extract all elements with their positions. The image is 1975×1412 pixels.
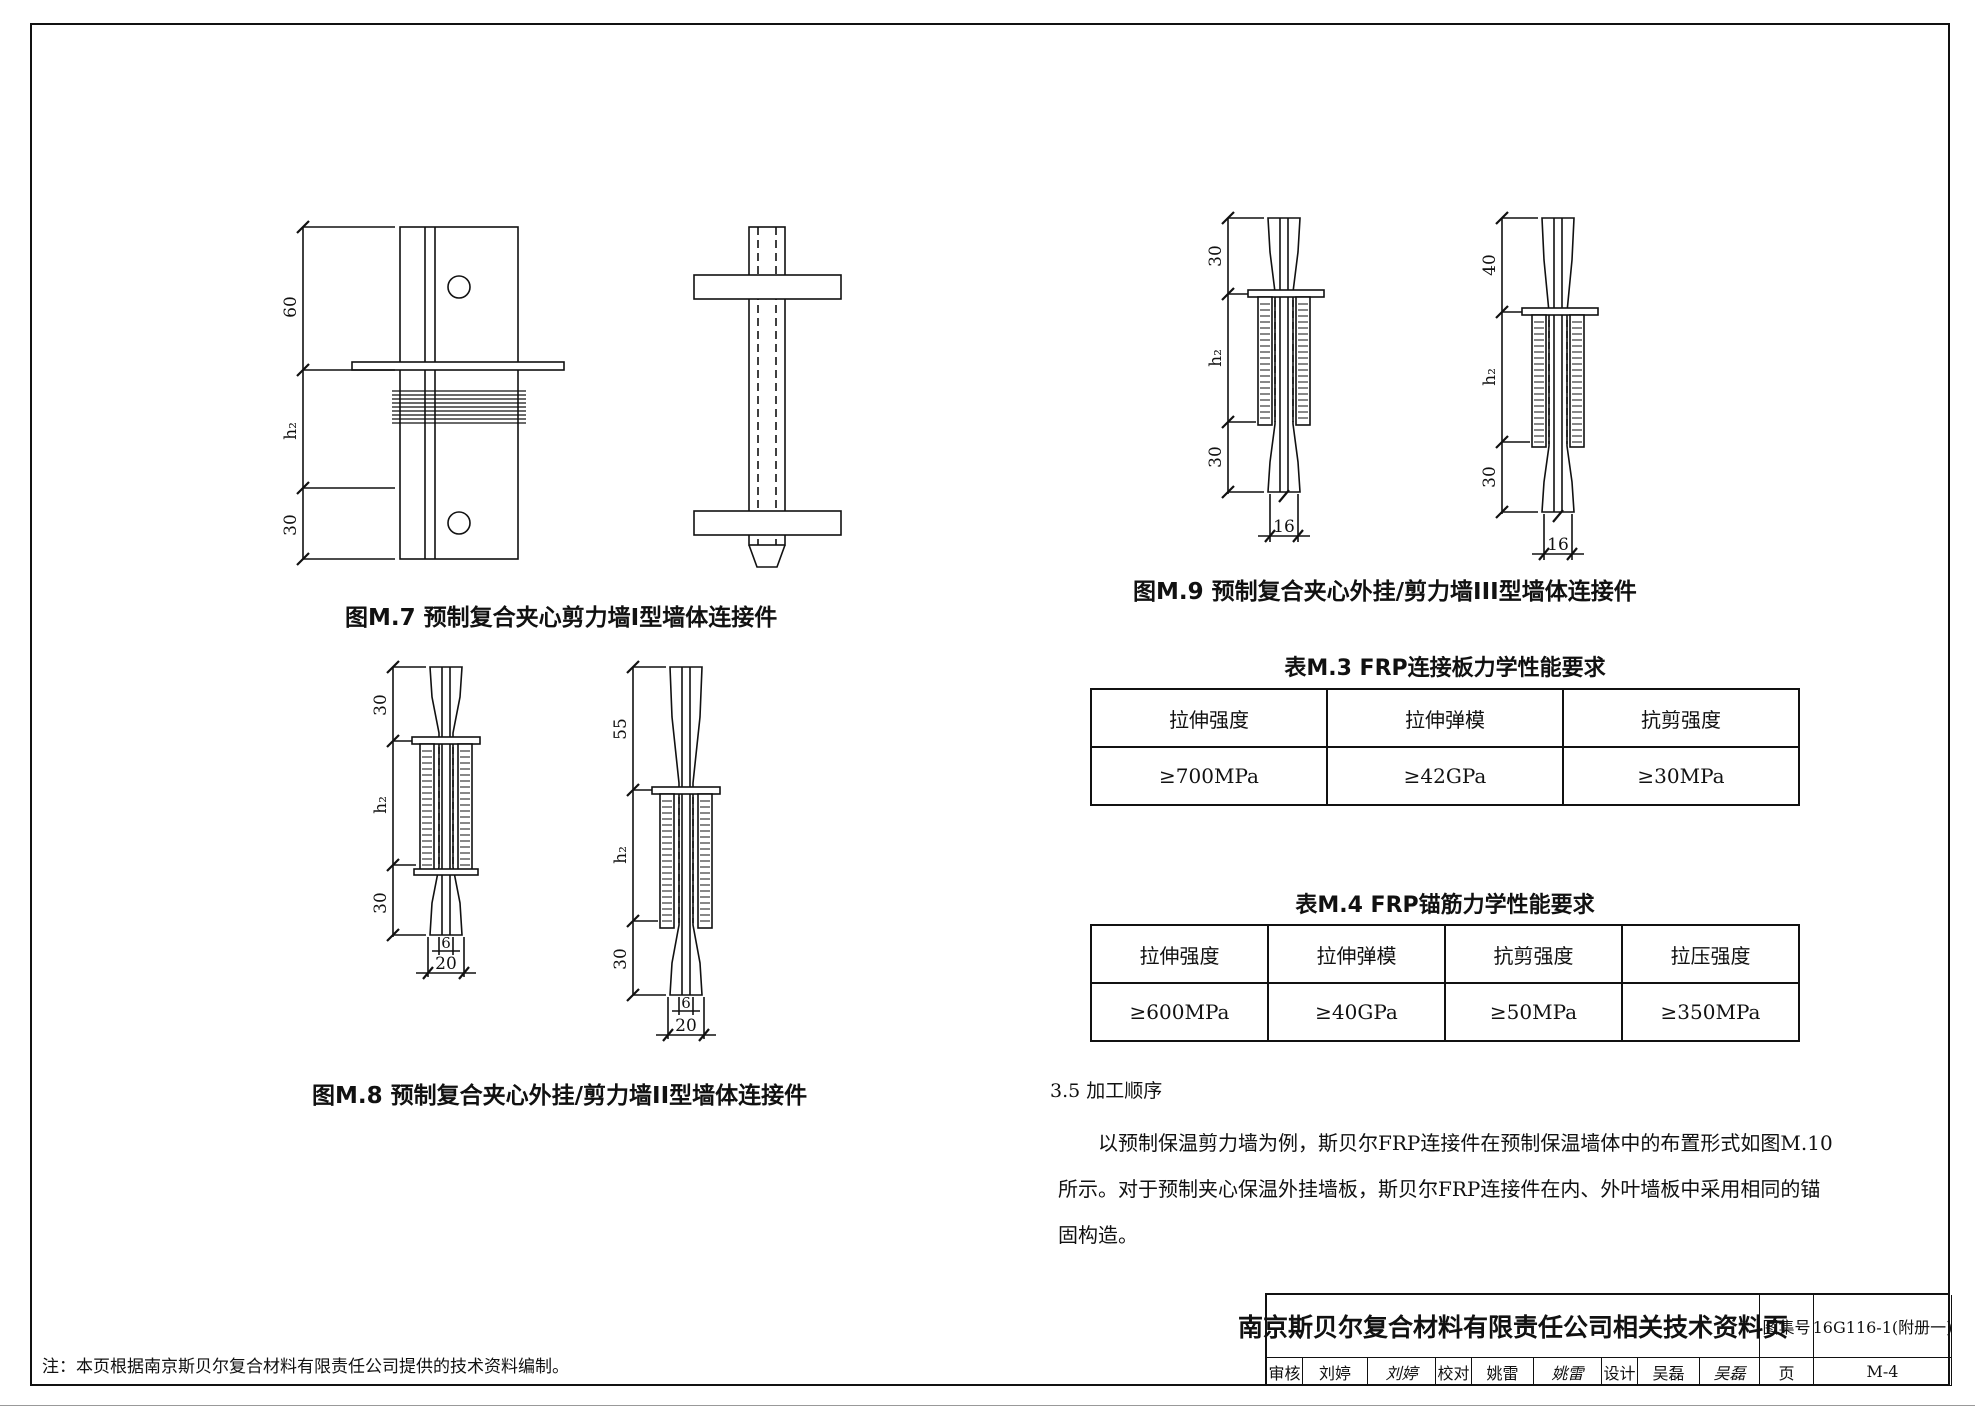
m7-dim-bottom: 30 bbox=[281, 514, 301, 536]
figure-m7-caption: 图M.7 预制复合夹心剪力墙I型墙体连接件 bbox=[345, 605, 778, 631]
page-number: M-4 bbox=[1814, 1358, 1952, 1386]
m9-right-dim-w: 16 bbox=[1547, 535, 1569, 555]
m8-left-dim-mid: h₂ bbox=[371, 796, 391, 814]
m9-left-dim-w: 16 bbox=[1273, 517, 1295, 537]
m9-right-dim-mid: h₂ bbox=[1480, 368, 1500, 386]
review-label: 审核 bbox=[1267, 1358, 1303, 1386]
review-name: 刘婷 bbox=[1303, 1358, 1368, 1386]
m8-right-dim-w-small: 6 bbox=[681, 994, 691, 1012]
title-block: 南京斯贝尔复合材料有限责任公司相关技术资料页 图集号 16G116-1(附册一)… bbox=[1238, 1293, 1952, 1386]
table-m3-cell: ≥30MPa bbox=[1562, 746, 1800, 806]
m9-left-dim-bottom: 30 bbox=[1206, 446, 1226, 468]
table-m4-cell: ≥350MPa bbox=[1621, 982, 1800, 1042]
table-row: 拉伸强度 拉伸弹模 抗剪强度 拉压强度 bbox=[1090, 924, 1800, 984]
check-label: 校对 bbox=[1436, 1358, 1472, 1386]
table-m3-header: 抗剪强度 bbox=[1562, 688, 1800, 748]
table-row: ≥600MPa ≥40GPa ≥50MPa ≥350MPa bbox=[1090, 982, 1800, 1042]
table-m3-header: 拉伸强度 bbox=[1090, 688, 1328, 748]
table-m3: 拉伸强度 拉伸弹模 抗剪强度 ≥700MPa ≥42GPa ≥30MPa bbox=[1090, 688, 1800, 806]
drawing-sheet-border bbox=[30, 23, 1950, 1386]
m8-right-dim-top: 55 bbox=[611, 718, 631, 740]
figure-m9-caption: 图M.9 预制复合夹心外挂/剪力墙III型墙体连接件 bbox=[1133, 579, 1637, 605]
review-signature: 刘婷 bbox=[1368, 1358, 1436, 1386]
figure-m7-drawing: 60 h₂ 30 bbox=[281, 220, 842, 568]
page-label: 页 bbox=[1760, 1358, 1814, 1386]
table-row: ≥700MPa ≥42GPa ≥30MPa bbox=[1090, 746, 1800, 806]
table-m4: 拉伸强度 拉伸弹模 抗剪强度 拉压强度 ≥600MPa ≥40GPa ≥50MP… bbox=[1090, 924, 1800, 1042]
table-m3-cell: ≥700MPa bbox=[1090, 746, 1328, 806]
atlas-number: 16G116-1(附册一) bbox=[1813, 1295, 1952, 1358]
m9-left-dim-mid: h₂ bbox=[1206, 349, 1226, 367]
figure-m8-drawing: 30 h₂ 30 6 20 55 h₂ 30 6 20 bbox=[371, 660, 721, 1042]
m8-left-dim-top: 30 bbox=[371, 694, 391, 716]
footnote: 注：本页根据南京斯贝尔复合材料有限责任公司提供的技术资料编制。 bbox=[42, 1357, 569, 1377]
check-name: 姚雷 bbox=[1472, 1358, 1534, 1386]
m7-dim-mid: h₂ bbox=[281, 422, 301, 440]
m8-left-dim-bottom: 30 bbox=[371, 892, 391, 914]
m8-left-dim-w-small: 6 bbox=[441, 934, 451, 952]
page-edge-line bbox=[0, 1405, 1975, 1406]
design-signature: 吴磊 bbox=[1700, 1358, 1760, 1386]
design-name: 吴磊 bbox=[1638, 1358, 1700, 1386]
figure-m9-drawing: 30 h₂ 30 16 40 h₂ 30 16 bbox=[1206, 211, 1599, 561]
table-m4-header: 拉伸弹模 bbox=[1267, 924, 1446, 984]
table-m3-cell: ≥42GPa bbox=[1326, 746, 1564, 806]
m9-left-dim-top: 30 bbox=[1206, 245, 1226, 267]
table-m4-header: 拉压强度 bbox=[1621, 924, 1800, 984]
m8-right-dim-bottom: 30 bbox=[611, 948, 631, 970]
check-signature: 姚雷 bbox=[1534, 1358, 1602, 1386]
m8-left-dim-w-big: 20 bbox=[435, 954, 457, 974]
table-row: 拉伸强度 拉伸弹模 抗剪强度 bbox=[1090, 688, 1800, 748]
atlas-label: 图集号 bbox=[1760, 1295, 1814, 1358]
title-block-title: 南京斯贝尔复合材料有限责任公司相关技术资料页 bbox=[1238, 1295, 1788, 1358]
table-m4-cell: ≥50MPa bbox=[1444, 982, 1623, 1042]
figure-m8-caption: 图M.8 预制复合夹心外挂/剪力墙II型墙体连接件 bbox=[312, 1083, 808, 1109]
m7-dim-top: 60 bbox=[281, 296, 301, 318]
design-label: 设计 bbox=[1602, 1358, 1638, 1386]
table-m3-title: 表M.3 FRP连接板力学性能要求 bbox=[1284, 656, 1606, 681]
section-paragraph: 以预制保温剪力墙为例，斯贝尔FRP连接件在预制保温墙体中的布置形式如图M.10所… bbox=[1058, 1131, 1833, 1247]
section-title: 3.5 加工顺序 bbox=[1050, 1080, 1163, 1102]
m9-right-dim-bottom: 30 bbox=[1480, 466, 1500, 488]
table-m4-cell: ≥600MPa bbox=[1090, 982, 1269, 1042]
table-m4-title: 表M.4 FRP锚筋力学性能要求 bbox=[1295, 893, 1595, 918]
table-m4-header: 拉伸强度 bbox=[1090, 924, 1269, 984]
m8-right-dim-w-big: 20 bbox=[675, 1016, 697, 1036]
m9-right-dim-top: 40 bbox=[1480, 254, 1500, 276]
m8-right-dim-mid: h₂ bbox=[611, 846, 631, 864]
table-m3-header: 拉伸弹模 bbox=[1326, 688, 1564, 748]
table-m4-header: 抗剪强度 bbox=[1444, 924, 1623, 984]
table-m4-cell: ≥40GPa bbox=[1267, 982, 1446, 1042]
